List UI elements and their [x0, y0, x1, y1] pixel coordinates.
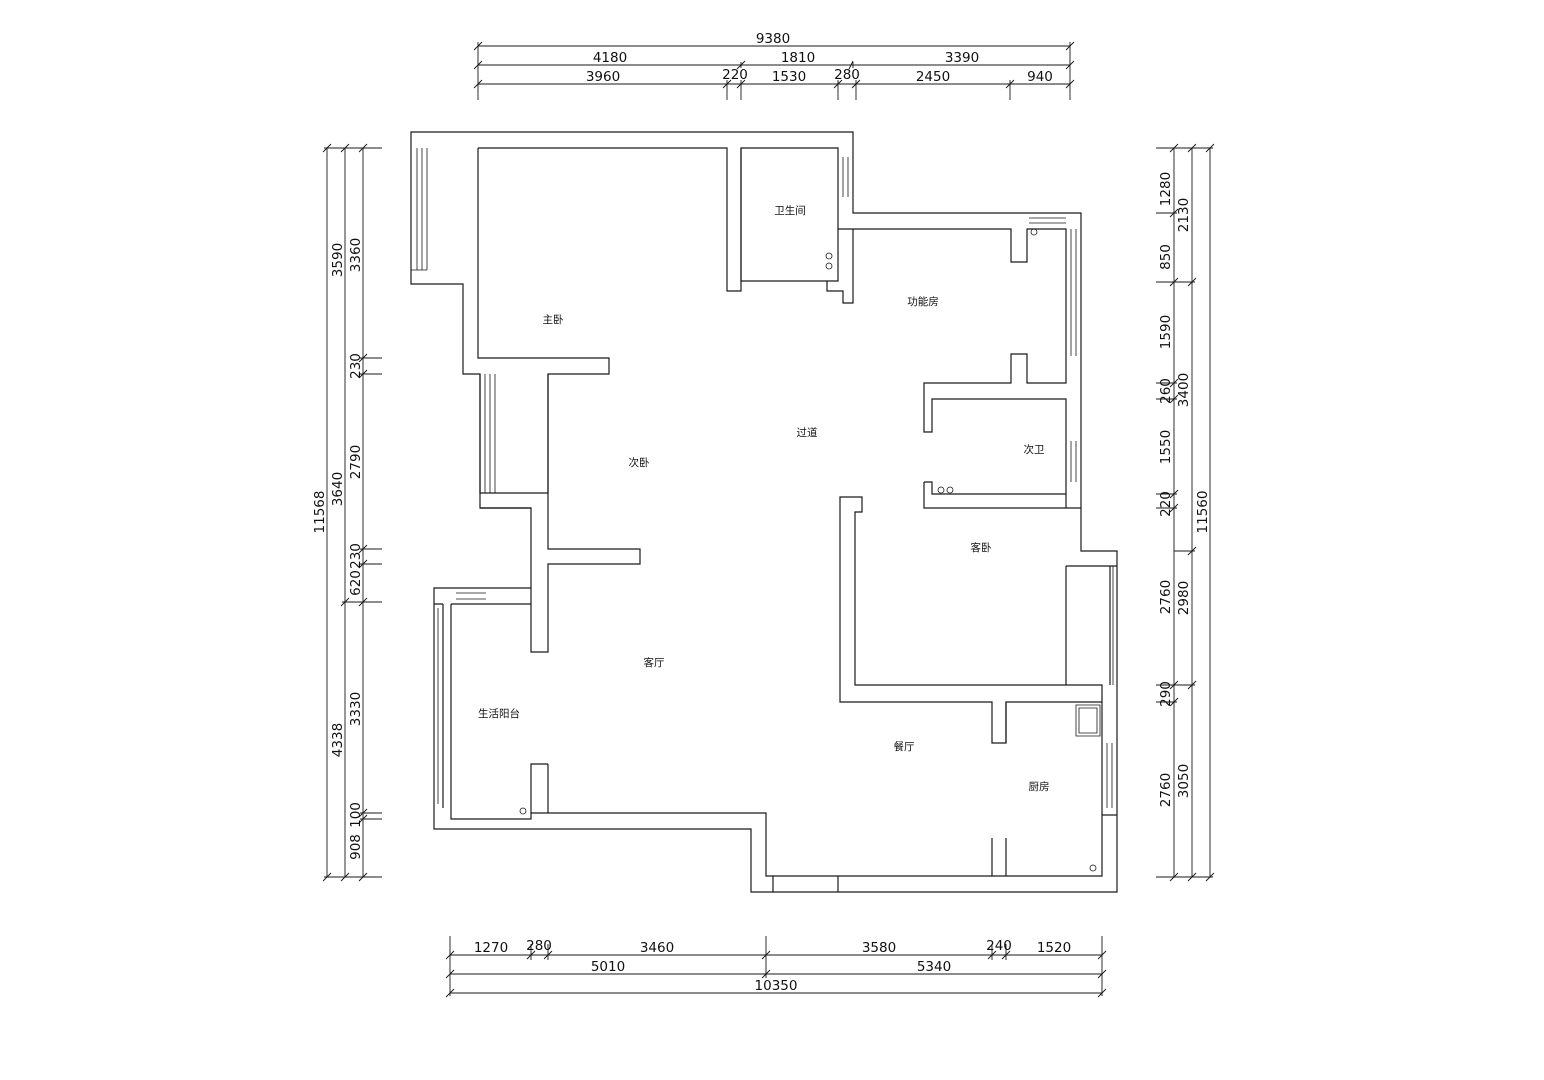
dim-left-r3-2: 2790 [348, 445, 364, 479]
dim-left-r3-1: 230 [348, 353, 364, 379]
dim-top-total: 9380 [756, 31, 790, 47]
dim-right-r1-4: 1550 [1158, 430, 1174, 464]
room-label-dining-room: 餐厅 [894, 740, 915, 753]
dim-bottom-r1-2: 3460 [640, 940, 674, 956]
dim-right-r1-0: 1280 [1158, 172, 1174, 206]
dim-top-r3-4: 2450 [916, 69, 950, 85]
dim-left-total: 11568 [312, 491, 328, 534]
room-label-kitchen: 厨房 [1029, 780, 1050, 793]
fixture-second-bath-2 [946, 486, 954, 494]
wall-kitchen [991, 702, 1117, 877]
dim-bottom-r1-0: 1270 [474, 940, 508, 956]
dim-top-r2-0: 4180 [593, 50, 627, 66]
window-second-bathroom [1070, 441, 1077, 482]
dimension-top: 9380 4180 1810 3390 3960 220 1530 280 24… [473, 31, 1075, 100]
dimension-right: 1280 850 1590 260 1550 220 2760 290 2760… [1156, 143, 1215, 882]
room-label-second-bedroom: 次卧 [629, 456, 650, 469]
window-bathroom [842, 157, 849, 197]
room-labels: 卫生间 功能房 主卧 过道 次卧 次卫 客卧 客厅 生活阳台 餐厅 厨房 [478, 204, 1050, 793]
wall-second-bedroom [479, 374, 641, 653]
dim-right-r1-7: 290 [1158, 681, 1174, 707]
dim-top-r2-1: 1810 [781, 50, 815, 66]
window-master [411, 148, 428, 271]
dim-right-r2-1: 3400 [1176, 373, 1192, 407]
window-second-bedroom [484, 374, 496, 493]
dim-right-r1-1: 850 [1158, 244, 1174, 270]
wall-living-south [530, 763, 992, 892]
dim-left-r2-0: 3590 [330, 243, 346, 277]
wall-guest-bedroom [839, 496, 1103, 744]
window-balcony [437, 592, 486, 804]
room-label-function-room: 功能房 [907, 295, 939, 308]
dim-right-r1-5: 220 [1158, 491, 1174, 517]
room-label-guest-bedroom: 客卧 [971, 541, 992, 554]
room-label-master-bedroom: 主卧 [543, 313, 564, 326]
fixture-balcony [519, 807, 527, 815]
room-label-second-bathroom: 次卫 [1024, 443, 1045, 456]
dim-left-r2-1: 3640 [330, 472, 346, 506]
room-label-living-room: 客厅 [644, 656, 665, 669]
wall-function-room [853, 228, 1067, 494]
walls [410, 131, 1118, 893]
dim-bottom-r1-3: 3580 [862, 940, 896, 956]
room-label-utility-balcony: 生活阳台 [478, 707, 520, 720]
window-function-room [1029, 217, 1077, 356]
dim-top-r3-1: 220 [722, 67, 748, 83]
wall-utility-balcony [434, 603, 532, 820]
dim-bottom-r1-1: 280 [526, 938, 552, 954]
wall-bathroom [740, 148, 854, 304]
dim-right-r2-3: 3050 [1176, 764, 1192, 798]
dim-top-r2-2: 3390 [945, 50, 979, 66]
dim-bottom-r1-5: 1520 [1037, 940, 1071, 956]
room-label-corridor: 过道 [797, 426, 818, 439]
fixture-bathroom-1 [825, 252, 833, 260]
fixture-bathroom-2 [825, 262, 833, 270]
dimension-left: 11568 3590 3640 4338 3360 230 2790 230 6… [312, 143, 382, 882]
wall-guest-bedroom-east [1065, 565, 1117, 685]
dim-right-r2-2: 2980 [1176, 581, 1192, 615]
dim-right-total: 11560 [1195, 491, 1211, 534]
wall-master-bedroom-outer [410, 131, 1118, 893]
dim-top-r3-2: 1530 [772, 69, 806, 85]
dim-top-r3-5: 940 [1027, 69, 1053, 85]
dim-left-r3-4: 620 [348, 570, 364, 596]
dim-left-r2-2: 4338 [330, 723, 346, 757]
dim-bottom-r1-4: 240 [986, 938, 1012, 954]
dim-right-r1-3: 260 [1158, 378, 1174, 404]
dim-top-r3-0: 3960 [586, 69, 620, 85]
dimension-bottom: 1270 280 3460 3580 240 1520 5010 5340 10… [445, 936, 1107, 998]
dim-left-r3-5: 3330 [348, 692, 364, 726]
dim-left-r3-7: 908 [348, 834, 364, 860]
wall-master-bedroom-inner [478, 147, 839, 292]
dim-right-r1-6: 2760 [1158, 580, 1174, 614]
room-label-bathroom: 卫生间 [774, 204, 806, 217]
dim-right-r1-8: 2760 [1158, 773, 1174, 807]
dim-left-r3-0: 3360 [348, 238, 364, 272]
wall-kitchen-fixture [1075, 704, 1101, 737]
fixture-second-bath-1 [937, 486, 945, 494]
dim-right-r1-2: 1590 [1158, 315, 1174, 349]
dim-bottom-total: 10350 [755, 978, 798, 994]
fixture-function-room [1030, 228, 1038, 236]
fixture-kitchen [1089, 864, 1097, 872]
window-kitchen [1106, 743, 1113, 808]
dim-left-r3-6: 100 [348, 802, 364, 828]
dim-left-r3-3: 230 [348, 543, 364, 569]
dim-bottom-r2-1: 5340 [917, 959, 951, 975]
wall-second-bathroom [923, 481, 1081, 509]
dim-right-r2-0: 2130 [1176, 198, 1192, 232]
dim-top-r3-3: 280 [834, 67, 860, 83]
dim-bottom-r2-0: 5010 [591, 959, 625, 975]
